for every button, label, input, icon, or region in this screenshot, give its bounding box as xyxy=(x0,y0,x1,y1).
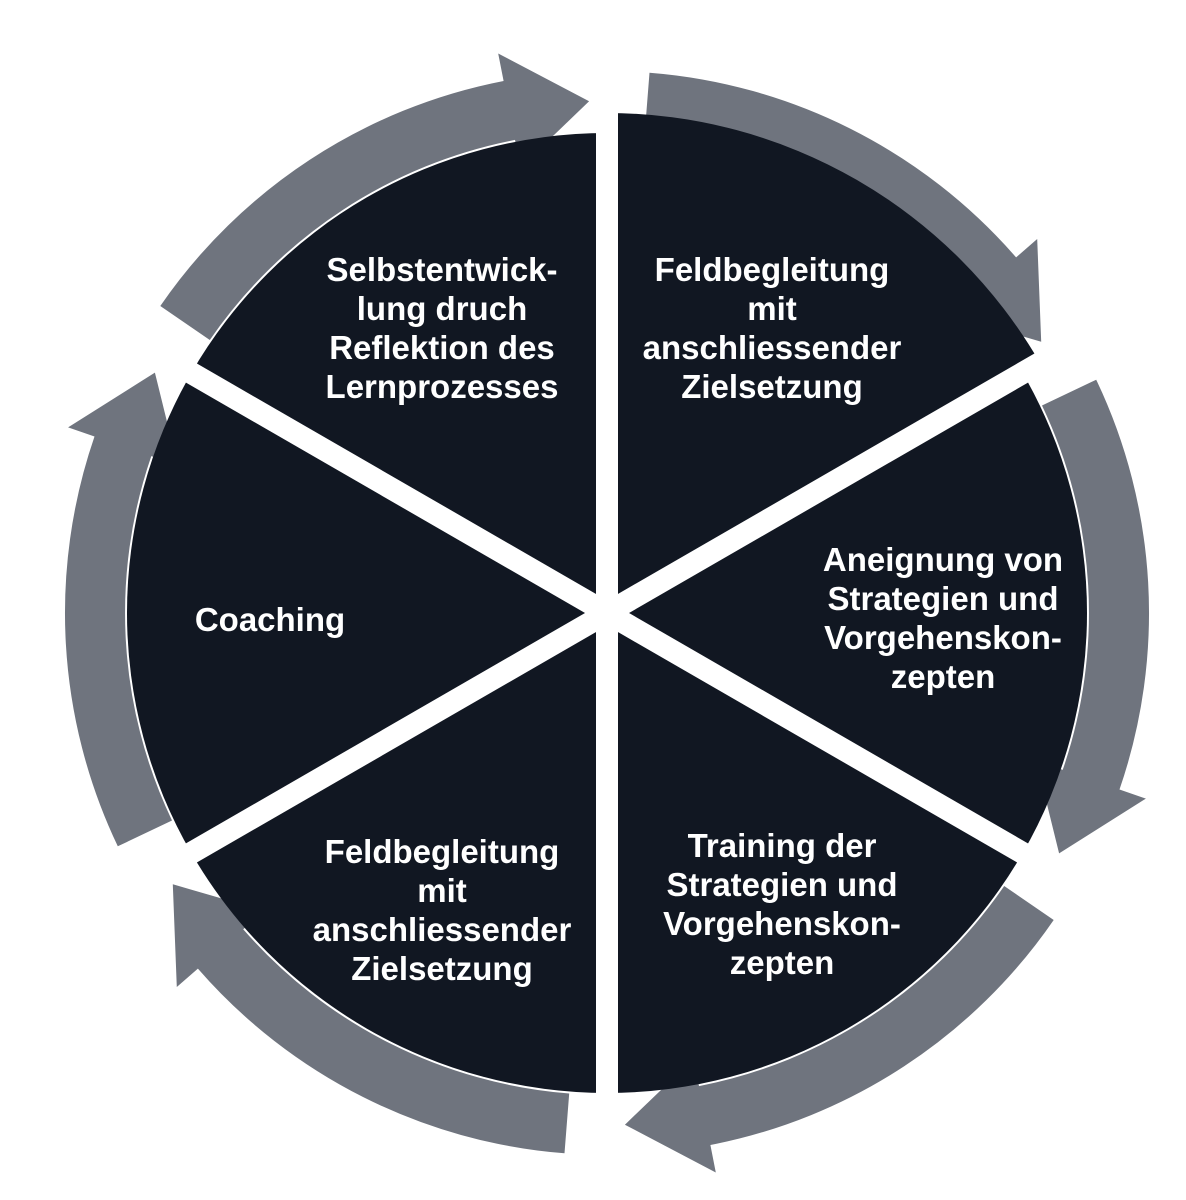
segment-separator-3 xyxy=(601,603,1143,929)
segment-label-line: zepten xyxy=(891,658,996,695)
ring-arrow-6 xyxy=(64,372,178,847)
segment-separator-2 xyxy=(601,297,1143,623)
segment-label-line: Training der xyxy=(688,827,877,864)
segment-label-line: Strategien und xyxy=(666,866,897,903)
ring-arrow-4 xyxy=(624,886,1054,1173)
segment-label-line: Vorgehenskon- xyxy=(824,619,1062,656)
segment-label-5: Coaching xyxy=(195,601,345,638)
segment-label-line: mit xyxy=(417,872,467,909)
ring-arrow-5 xyxy=(172,884,570,1154)
segment-label-line: Reflektion des xyxy=(329,329,555,366)
segment-label-line: zepten xyxy=(730,944,835,981)
ring-arrow-3 xyxy=(1036,379,1150,854)
segment-label-line: Zielsetzung xyxy=(351,950,533,987)
segment-label-line: Aneignung von xyxy=(823,541,1063,578)
pie-segments xyxy=(71,1,1143,1200)
segment-separator-6 xyxy=(71,297,613,623)
pie-segment-3 xyxy=(607,613,1023,1093)
pie-segment-6 xyxy=(191,133,608,613)
segment-label-line: Feldbegleitung xyxy=(325,833,560,870)
pie-segment-4 xyxy=(191,613,608,1093)
segment-label-line: Feldbegleitung xyxy=(655,251,890,288)
pie-segment-1 xyxy=(607,113,1040,613)
segment-label-line: Zielsetzung xyxy=(681,368,863,405)
segment-label-line: Lernprozesses xyxy=(326,368,559,405)
segment-label-line: Vorgehenskon- xyxy=(663,905,901,942)
segment-label-line: lung druch xyxy=(357,290,527,327)
segment-label-line: anschliessender xyxy=(313,911,572,948)
pie-segment-2 xyxy=(607,373,1088,853)
segment-label-line: mit xyxy=(747,290,797,327)
ring-arrow-1 xyxy=(160,53,590,340)
segment-label-line: Strategien und xyxy=(827,580,1058,617)
segment-label-line: Selbstentwick- xyxy=(326,251,557,288)
segment-label-line: anschliessender xyxy=(643,329,902,366)
segment-separator-5 xyxy=(71,603,613,929)
pie-segment-5 xyxy=(126,373,608,853)
segment-label-line: Coaching xyxy=(195,601,345,638)
